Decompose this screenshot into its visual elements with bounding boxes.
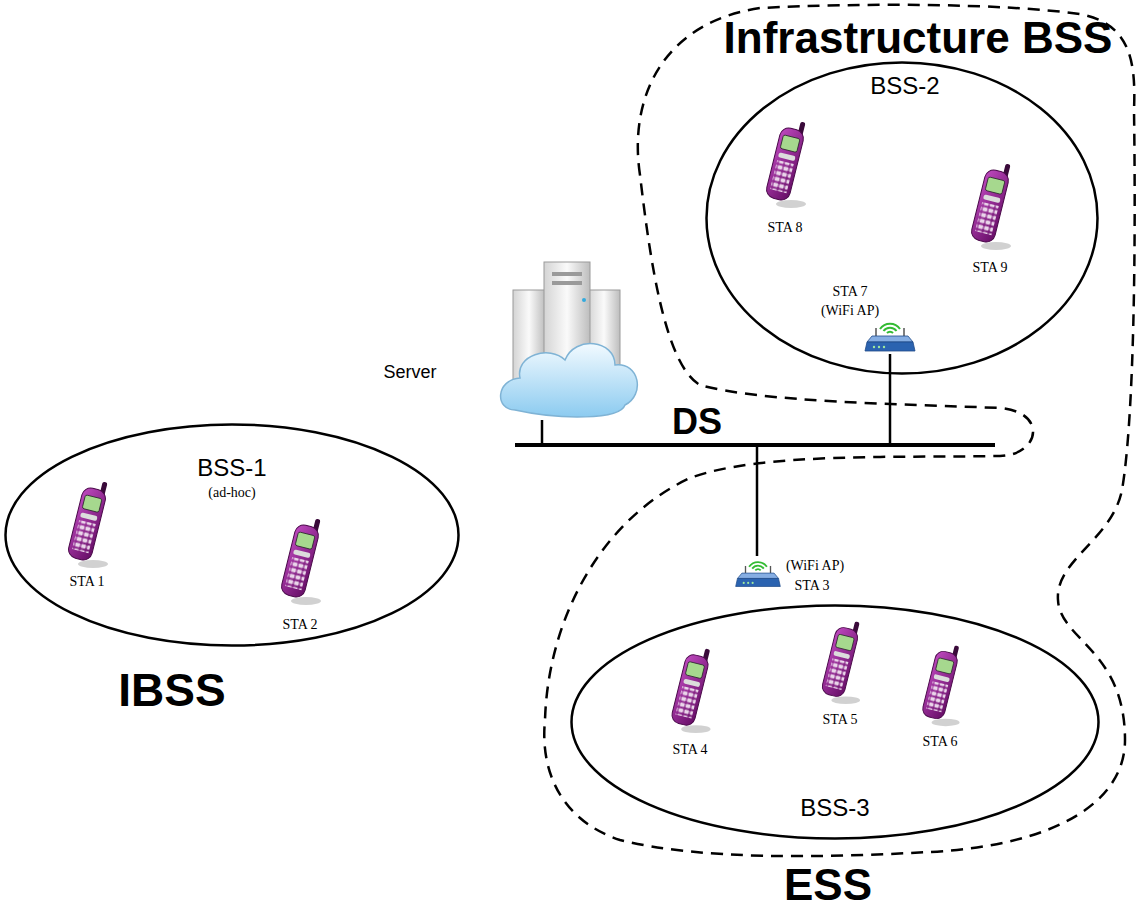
node-label: (ad-hoc) bbox=[208, 486, 255, 500]
dashed-line bbox=[544, 5, 1134, 856]
ellipse-line bbox=[572, 606, 1099, 839]
station: STA 2 bbox=[269, 513, 331, 633]
station: STA 4 bbox=[659, 643, 721, 758]
node-label: ESS bbox=[784, 863, 872, 907]
ellipse-line bbox=[6, 425, 459, 646]
node-label: STA 6 bbox=[922, 735, 957, 749]
region-label: IBSS bbox=[118, 667, 225, 713]
network-link bbox=[541, 420, 544, 443]
dashed-outline bbox=[500, 0, 1139, 918]
node-label: Infrastructure BSS bbox=[724, 16, 1113, 60]
node-label: DS bbox=[672, 404, 722, 440]
station: STA 9 bbox=[959, 158, 1021, 276]
access-point: (WiFi AP) STA 3 bbox=[733, 556, 858, 596]
node-label: BSS-2 bbox=[870, 74, 939, 98]
node-label: STA 8 bbox=[767, 221, 802, 235]
node-label: STA 9 bbox=[972, 261, 1007, 275]
node-label: (WiFi AP) bbox=[786, 559, 844, 573]
station: STA 6 bbox=[909, 640, 971, 750]
node-label: STA 5 bbox=[822, 713, 857, 727]
node-label: STA 1 bbox=[69, 575, 104, 589]
ds-bus: DS bbox=[515, 443, 995, 447]
network-link bbox=[889, 354, 892, 443]
station: STA 5 bbox=[809, 616, 871, 728]
ellipse-outline bbox=[705, 61, 1099, 375]
ellipse-line bbox=[707, 63, 1098, 374]
node-label: BSS-3 bbox=[800, 796, 869, 820]
bss-ellipse: BSS-1 (ad-hoc) STA 1 STA 2 bbox=[4, 423, 460, 647]
ess-region: Infrastructure BSS ESS BSS-2STA 8 STA 9 STA … bbox=[500, 0, 1139, 918]
node-label: (WiFi AP) bbox=[821, 304, 879, 318]
ap-icons bbox=[736, 324, 915, 587]
node-label: STA 4 bbox=[672, 743, 707, 757]
node-label: STA 2 bbox=[282, 618, 317, 632]
bss-ellipse: BSS-2STA 8 STA 9 STA 7 (WiFi AP) bbox=[705, 61, 1099, 375]
node-label: STA 3 bbox=[794, 579, 829, 593]
node-label: BSS-1 bbox=[197, 456, 266, 480]
node-label: Server bbox=[383, 363, 436, 381]
station: STA 1 bbox=[56, 476, 118, 590]
server: Server bbox=[380, 262, 640, 420]
node-label: STA 7 bbox=[832, 285, 867, 299]
access-point: STA 7 (WiFi AP) bbox=[815, 282, 935, 354]
server-icon bbox=[501, 262, 638, 417]
bss-ellipse: BSS-3 STA 4 STA 5 STA 6 bbox=[570, 604, 1100, 840]
station: STA 8 bbox=[754, 116, 816, 236]
